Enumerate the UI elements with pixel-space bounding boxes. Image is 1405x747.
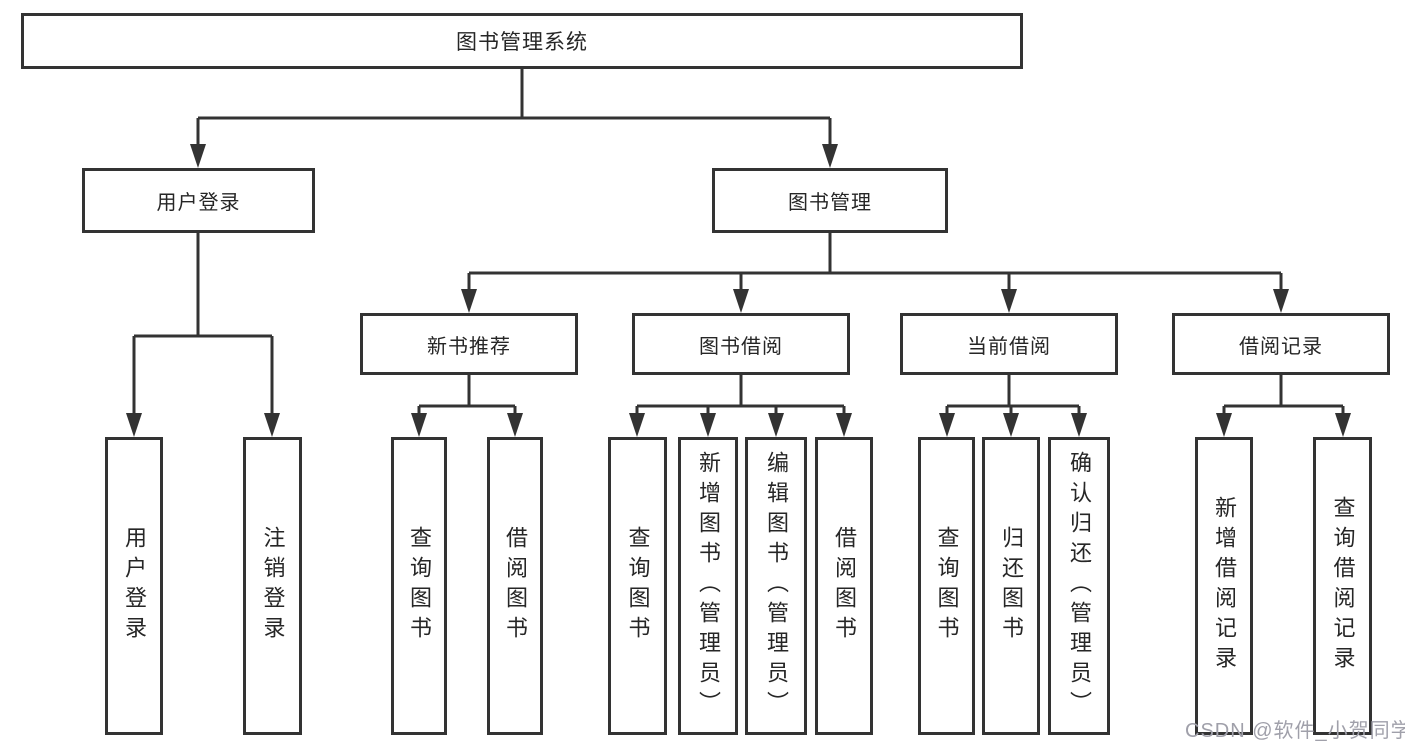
arrowhead [1071, 413, 1087, 437]
leaf-return-books: 归还图书 [982, 437, 1040, 735]
leaf-borrow-books-recommend: 借阅图书 [487, 437, 543, 735]
node-new-book-recommend: 新书推荐 [360, 313, 578, 375]
arrowhead [190, 144, 206, 168]
connector-book-borrow-to-leaves [635, 375, 846, 415]
leaf-edit-books-admin: 编辑图书（管理员） [745, 437, 807, 735]
node-current-borrow: 当前借阅 [900, 313, 1118, 375]
arrowhead [1335, 413, 1351, 437]
arrowhead [264, 413, 280, 437]
arrowhead [507, 413, 523, 437]
leaf-query-borrow-record: 查询借阅记录 [1313, 437, 1372, 735]
leaf-query-books-recommend: 查询图书 [391, 437, 447, 735]
node-borrow-records: 借阅记录 [1172, 313, 1390, 375]
leaf-add-books-admin: 新增图书（管理员） [678, 437, 738, 735]
watermark: CSDN @软件_小贺同学 [1185, 720, 1405, 742]
node-user-login: 用户登录 [82, 168, 315, 233]
connector-new-book-recommend-to-leaves [417, 375, 517, 415]
arrowhead [733, 289, 749, 313]
arrowhead [1001, 289, 1017, 313]
connector-root-to-level2 [196, 69, 832, 146]
connector-borrow-records-to-leaves [1222, 375, 1345, 415]
node-book-management: 图书管理 [712, 168, 948, 233]
arrowhead [1273, 289, 1289, 313]
arrowhead [1216, 413, 1232, 437]
arrowhead [629, 413, 645, 437]
connector-current-borrow-to-leaves [945, 375, 1081, 415]
arrowhead [1003, 413, 1019, 437]
arrowhead [126, 413, 142, 437]
arrowhead [768, 413, 784, 437]
arrowhead [822, 144, 838, 168]
leaf-borrow-books: 借阅图书 [815, 437, 873, 735]
connector-user-login-to-leaves [132, 233, 274, 415]
connector-book-management-to-level3 [467, 233, 1283, 291]
leaf-logout-login: 注销登录 [243, 437, 302, 735]
node-book-borrow: 图书借阅 [632, 313, 850, 375]
arrowhead [939, 413, 955, 437]
leaf-user-login: 用户登录 [105, 437, 163, 735]
arrowhead [411, 413, 427, 437]
node-root-library-system: 图书管理系统 [21, 13, 1023, 69]
leaf-add-borrow-record: 新增借阅记录 [1195, 437, 1253, 735]
arrowhead [836, 413, 852, 437]
leaf-query-books-borrow: 查询图书 [608, 437, 667, 735]
arrowhead [700, 413, 716, 437]
leaf-confirm-return-admin: 确认归还（管理员） [1048, 437, 1110, 735]
arrowhead [461, 289, 477, 313]
leaf-query-books-current: 查询图书 [918, 437, 975, 735]
